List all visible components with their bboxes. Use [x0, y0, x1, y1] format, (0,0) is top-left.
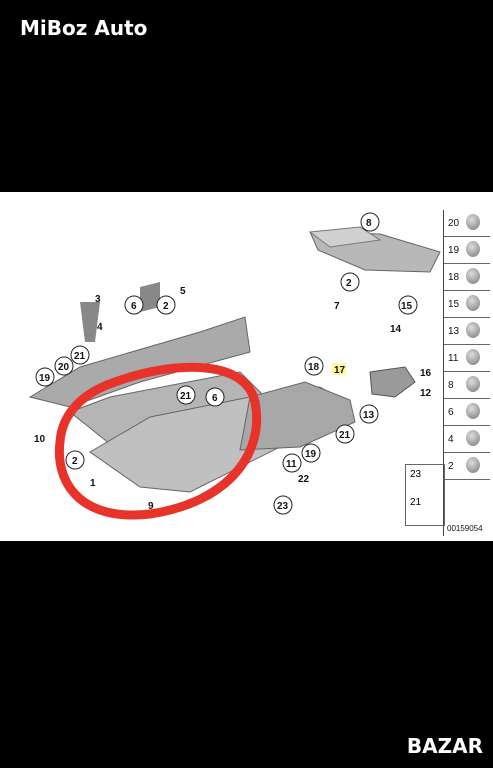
- svg-text:13: 13: [363, 410, 375, 421]
- callout-19-right: 19: [301, 443, 321, 463]
- legend-item: 21: [410, 497, 422, 508]
- callout-15: 15: [398, 295, 418, 315]
- svg-text:11: 11: [286, 459, 297, 470]
- callout-4: 4: [97, 322, 103, 333]
- svg-text:2: 2: [163, 301, 169, 312]
- svg-text:12: 12: [420, 388, 432, 399]
- fastener-legend-bottom: 23 21: [405, 464, 445, 526]
- fastener-icon: [466, 403, 480, 419]
- legend-item: 15: [444, 291, 490, 318]
- svg-text:19: 19: [305, 449, 317, 460]
- callout-6-mid: 6: [205, 387, 225, 407]
- callout-1: 1: [90, 478, 96, 489]
- fastener-icon: [466, 322, 480, 338]
- callout-7: 7: [334, 301, 340, 312]
- legend-item: 8: [444, 372, 490, 399]
- svg-text:18: 18: [308, 362, 320, 373]
- svg-text:10: 10: [34, 434, 46, 445]
- fastener-icon: [466, 349, 480, 365]
- legend-item: 13: [444, 318, 490, 345]
- svg-text:17: 17: [334, 365, 346, 376]
- fastener-icon: [466, 376, 480, 392]
- svg-text:2: 2: [346, 278, 352, 289]
- parts-diagram: 8 2 7 15 14 5 6 2 3 4 21 19 20 10 2 1 21…: [28, 212, 441, 520]
- callout-5: 5: [180, 286, 186, 297]
- callout-21-right: 21: [335, 424, 355, 444]
- callout-13: 13: [359, 404, 379, 424]
- callout-11: 11: [282, 453, 302, 473]
- callout-19-left: 19: [35, 367, 55, 387]
- callout-6-left: 6: [124, 295, 144, 315]
- legend-item: 20: [444, 210, 490, 237]
- callout-23: 23: [273, 495, 293, 515]
- svg-text:23: 23: [277, 501, 289, 512]
- svg-text:1: 1: [90, 478, 96, 489]
- fastener-icon: [466, 430, 480, 446]
- legend-item: 2: [444, 453, 490, 480]
- catalog-number: 00159054: [447, 524, 483, 533]
- legend-item: 4: [444, 426, 490, 453]
- fastener-icon: [466, 457, 480, 473]
- legend-item: 19: [444, 237, 490, 264]
- legend-item: 18: [444, 264, 490, 291]
- svg-text:22: 22: [298, 474, 310, 485]
- callout-21-mid: 21: [176, 385, 196, 405]
- callout-9: 9: [148, 501, 154, 512]
- svg-text:5: 5: [180, 286, 186, 297]
- fastener-icon: [466, 268, 480, 284]
- callout-12: 12: [420, 388, 432, 399]
- svg-text:2: 2: [72, 456, 78, 467]
- legend-item: 23: [410, 469, 422, 480]
- svg-text:21: 21: [74, 351, 86, 362]
- svg-text:20: 20: [58, 362, 70, 373]
- shield-parts: [28, 226, 441, 493]
- callout-3: 3: [95, 294, 101, 305]
- fastener-icon: [466, 241, 480, 257]
- legend-item: 6: [444, 399, 490, 426]
- svg-text:16: 16: [420, 368, 432, 379]
- callout-2-mid: 2: [156, 295, 176, 315]
- svg-text:19: 19: [39, 373, 51, 384]
- callout-18: 18: [304, 356, 324, 376]
- callout-2-top: 2: [340, 272, 360, 292]
- svg-text:14: 14: [390, 324, 402, 335]
- callout-17: 17: [332, 363, 346, 376]
- parts-diagram-panel: 8 2 7 15 14 5 6 2 3 4 21 19 20 10 2 1 21…: [0, 192, 493, 541]
- fastener-icon: [466, 214, 480, 230]
- svg-text:6: 6: [212, 393, 218, 404]
- svg-text:4: 4: [97, 322, 103, 333]
- svg-text:21: 21: [339, 430, 351, 441]
- svg-text:8: 8: [366, 218, 372, 229]
- app-title: MiBoz Auto: [20, 16, 148, 40]
- fastener-icon: [466, 295, 480, 311]
- legend-item: 11: [444, 345, 490, 372]
- svg-text:3: 3: [95, 294, 101, 305]
- svg-text:7: 7: [334, 301, 340, 312]
- svg-text:9: 9: [148, 501, 154, 512]
- highlight-circle: [54, 362, 262, 520]
- fastener-legend: 20 19 18 15 13 11 8 6 4 2: [443, 210, 490, 536]
- svg-text:6: 6: [131, 301, 137, 312]
- callout-22: 22: [298, 474, 310, 485]
- svg-text:15: 15: [401, 301, 413, 312]
- svg-text:21: 21: [180, 391, 192, 402]
- watermark-logo: BAZAR: [406, 734, 483, 758]
- callout-21-left: 21: [70, 345, 90, 365]
- callout-14: 14: [390, 324, 402, 335]
- callout-16: 16: [420, 368, 432, 379]
- callout-bubbles: 8 2 7 15 14 5 6 2 3 4 21 19 20 10 2 1 21…: [34, 212, 432, 515]
- callout-2-left: 2: [65, 450, 85, 470]
- callout-8: 8: [360, 212, 380, 232]
- callout-20-left: 20: [54, 356, 74, 376]
- callout-10: 10: [34, 434, 46, 445]
